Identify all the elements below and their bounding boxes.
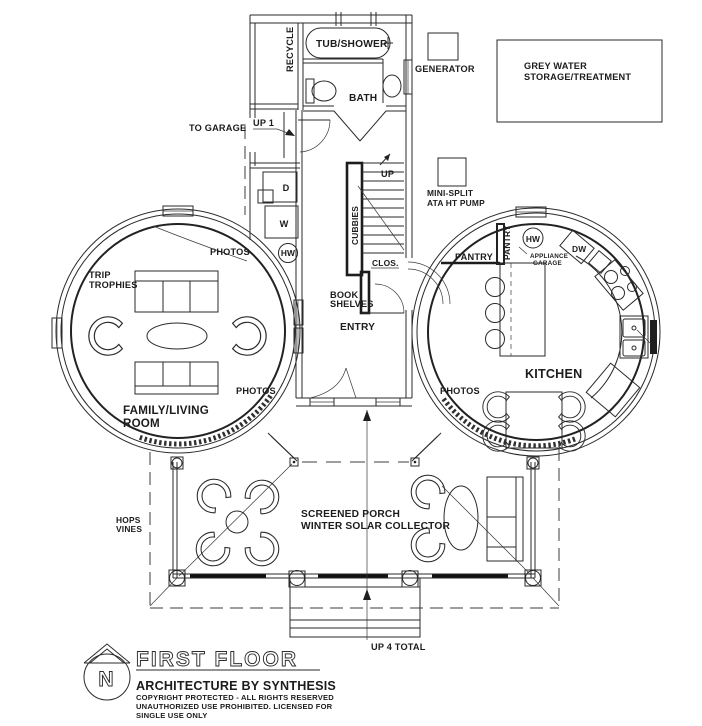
- label-to-garage: TO GARAGE: [189, 123, 246, 133]
- label-trip-trophies-1: TRIP: [89, 270, 111, 280]
- porch-seating-right: [410, 474, 524, 563]
- cooktop: [594, 259, 644, 311]
- armchair-right: [231, 316, 267, 356]
- roof-overhang-lines: [149, 126, 560, 609]
- closet-bookshelves: [359, 267, 405, 315]
- label-bath: BATH: [349, 93, 377, 104]
- kitchen-sink: [619, 315, 652, 359]
- label-washer: W: [280, 219, 289, 229]
- label-pantry-right: PANTRY: [502, 225, 512, 260]
- porch-sofa: [486, 476, 524, 562]
- label-entry: ENTRY: [340, 322, 375, 333]
- sofa-bottom: [134, 361, 219, 395]
- water-heater-right: [522, 227, 544, 249]
- label-mini-split-2: ATA HT PUMP: [427, 198, 485, 208]
- stairs: [345, 153, 405, 277]
- label-book-shelves-2: SHELVES: [330, 299, 374, 309]
- mini-split-box: [437, 157, 467, 187]
- copyright-line-3: SINGLE USE ONLY: [136, 711, 208, 720]
- screen-hatch-right: [440, 395, 576, 449]
- label-dryer: D: [283, 183, 290, 193]
- label-kitchen: KITCHEN: [525, 367, 582, 381]
- bath-door: [333, 110, 361, 142]
- porch-table-oval: [443, 485, 479, 551]
- laundry-area: [249, 162, 300, 263]
- sofa-top: [134, 270, 219, 313]
- dryer-box: [262, 171, 298, 203]
- label-screened-porch-2: WINTER SOLAR COLLECTOR: [301, 521, 451, 532]
- kitchen-circle: [407, 206, 661, 457]
- water-heater-left: [278, 243, 298, 263]
- label-clos: CLOS.: [372, 258, 399, 268]
- label-grey-water-1: GREY WATER: [524, 61, 587, 71]
- label-up-stairs: UP: [381, 169, 394, 179]
- label-dishwasher: DW: [572, 244, 586, 254]
- bath-sink-fixture: [382, 74, 402, 98]
- label-book-shelves-1: BOOK: [330, 290, 359, 300]
- label-tub-shower: TUB/SHOWER: [316, 39, 388, 50]
- label-hw-left: HW: [281, 248, 295, 258]
- equipment-boxes: [427, 32, 663, 187]
- label-appliance-garage-1: APPLIANCE: [530, 253, 568, 260]
- label-appliance-garage-2: GARAGE: [533, 260, 562, 267]
- north-letter: N: [98, 668, 115, 691]
- toilet-fixture: [305, 78, 337, 104]
- porch-table-round: [225, 510, 249, 534]
- range: [585, 362, 641, 418]
- family-living-circle: [51, 205, 301, 454]
- label-hops-vines-1: HOPS: [116, 515, 141, 525]
- grey-water-box: [496, 39, 663, 123]
- counter: [575, 255, 623, 399]
- label-family-living-2: ROOM: [123, 417, 160, 430]
- title-block: [83, 643, 320, 701]
- copyright-line-2: UNAUTHORIZED USE PROHIBITED. LICENSED FO…: [136, 702, 333, 711]
- kitchen-window: [650, 320, 657, 354]
- label-cubbies: CUBBIES: [350, 206, 360, 245]
- label-photos-left-top: PHOTOS: [210, 247, 250, 257]
- entry-front-wall: [296, 367, 412, 407]
- firm-name: ARCHITECTURE BY SYNTHESIS: [136, 679, 336, 693]
- generator-box: [427, 32, 459, 61]
- label-photos-left-bottom: PHOTOS: [236, 386, 276, 396]
- kitchen-table: [482, 391, 586, 452]
- cubbies-unit: [345, 161, 364, 277]
- label-trip-trophies-2: TROPHIES: [89, 280, 138, 290]
- label-recycle: RECYCLE: [285, 27, 295, 72]
- label-screened-porch-1: SCREENED PORCH: [301, 509, 400, 520]
- armchair-left: [88, 316, 124, 356]
- label-generator: GENERATOR: [415, 64, 475, 74]
- entry-door: [309, 367, 347, 399]
- washer-box: [264, 205, 299, 239]
- label-photos-kitchen: PHOTOS: [440, 386, 480, 396]
- dishwasher-box: [559, 229, 595, 265]
- kitchen-island: [485, 262, 546, 357]
- entry-steps: [289, 410, 421, 640]
- coffee-table: [146, 322, 208, 350]
- core-bath-block: [249, 12, 413, 407]
- label-hops-vines-2: VINES: [116, 524, 142, 534]
- label-hw-right: HW: [526, 234, 540, 244]
- copyright-line-1: COPYRIGHT PROTECTED - ALL RIGHTS RESERVE…: [136, 693, 334, 702]
- label-family-living-1: FAMILY/LIVING: [123, 404, 209, 417]
- label-up-1: UP 1: [253, 118, 274, 128]
- screened-porch: [149, 432, 560, 607]
- label-mini-split-1: MINI-SPLIT: [427, 188, 474, 198]
- sheet-title: FIRST FLOOR: [136, 648, 298, 671]
- label-pantry-left: PANTRY: [455, 252, 493, 262]
- label-up-4-total: UP 4 TOTAL: [371, 642, 426, 652]
- north-arrow-icon: [83, 653, 131, 701]
- porch-seating-left: [195, 478, 280, 567]
- label-grey-water-2: STORAGE/TREATMENT: [524, 72, 631, 82]
